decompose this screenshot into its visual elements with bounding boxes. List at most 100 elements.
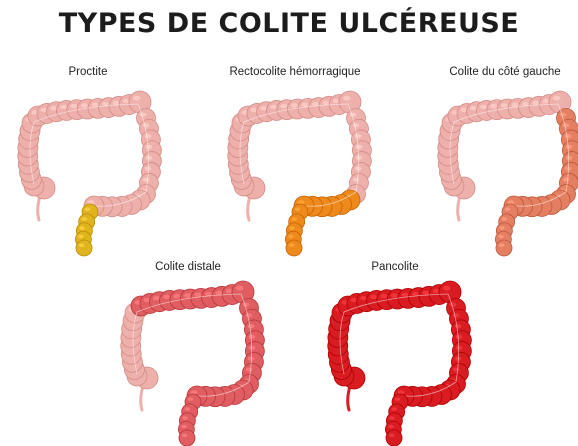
highlight	[356, 145, 363, 149]
appendix	[248, 196, 250, 220]
highlight	[295, 207, 301, 211]
highlight	[184, 293, 191, 297]
highlight	[289, 243, 295, 247]
appendix	[348, 386, 350, 410]
colon-distale	[115, 278, 265, 446]
highlight	[270, 105, 277, 109]
label-pancolite: Pancolite	[371, 261, 418, 273]
highlight	[246, 313, 253, 317]
colon-illustration	[12, 88, 162, 256]
highlight	[360, 296, 367, 300]
haustra	[179, 430, 195, 446]
label-distale: Colite distale	[155, 261, 221, 273]
highlight	[248, 324, 255, 328]
colon-illustration	[222, 88, 372, 256]
highlight	[184, 407, 190, 411]
highlight	[60, 105, 67, 109]
label-cote-gauche: Colite du côté gauche	[449, 66, 560, 78]
highlight	[140, 113, 147, 117]
highlight	[395, 397, 401, 401]
highlight	[145, 134, 152, 138]
highlight	[560, 113, 567, 117]
highlight	[260, 106, 267, 110]
highlight	[182, 433, 188, 437]
highlight	[501, 103, 508, 107]
highlight	[288, 235, 294, 239]
haustra	[496, 240, 512, 256]
highlight	[188, 397, 194, 401]
highlight	[389, 416, 395, 420]
highlight	[146, 145, 153, 149]
highlight	[499, 226, 505, 230]
highlight	[81, 217, 87, 221]
highlight	[532, 101, 539, 105]
highlight	[563, 123, 570, 127]
highlight	[455, 324, 462, 328]
highlight	[133, 96, 141, 101]
highlight	[450, 303, 457, 307]
highlight	[163, 295, 170, 299]
appendix	[141, 386, 143, 410]
highlight	[50, 106, 57, 110]
highlight	[505, 207, 511, 211]
highlight	[422, 291, 429, 295]
haustra	[386, 430, 402, 446]
highlight	[343, 96, 351, 101]
highlight	[70, 104, 77, 108]
highlight	[173, 294, 180, 298]
highlight	[453, 368, 460, 372]
highlight	[236, 286, 244, 291]
colon-illustration	[322, 278, 472, 446]
highlight	[391, 293, 398, 297]
colon-rectocolite	[222, 88, 372, 256]
highlight	[480, 105, 487, 109]
highlight	[289, 226, 295, 230]
highlight	[79, 226, 85, 230]
highlight	[143, 178, 150, 182]
colon-pancolite	[322, 278, 472, 446]
colon-cote-gauche	[432, 88, 578, 256]
highlight	[380, 294, 387, 298]
highlight	[566, 145, 573, 149]
highlight	[246, 368, 253, 372]
highlight	[470, 106, 477, 110]
haustra	[286, 240, 302, 256]
appendix	[38, 196, 40, 220]
label-rectocolite: Rectocolite hémorragique	[229, 66, 360, 78]
highlight	[301, 103, 308, 107]
appendix	[458, 196, 460, 220]
highlight	[85, 207, 91, 211]
highlight	[391, 407, 397, 411]
highlight	[78, 235, 84, 239]
colon-segment-rectum	[285, 204, 308, 256]
highlight	[401, 293, 408, 297]
highlight	[511, 103, 518, 107]
highlight	[389, 433, 395, 437]
highlight	[280, 104, 287, 108]
highlight	[456, 335, 463, 339]
haustra	[76, 240, 92, 256]
highlight	[181, 425, 187, 429]
colon-segment-rectum	[75, 204, 98, 256]
page-title: TYPES DE COLITE ULCÉREUSE	[0, 8, 578, 39]
highlight	[355, 134, 362, 138]
highlight	[353, 178, 360, 182]
highlight	[194, 293, 201, 297]
highlight	[112, 101, 119, 105]
colon-proctite	[12, 88, 162, 256]
highlight	[353, 123, 360, 127]
highlight	[350, 113, 357, 117]
highlight	[501, 217, 507, 221]
highlight	[91, 103, 98, 107]
highlight	[182, 416, 188, 420]
highlight	[553, 96, 561, 101]
highlight	[81, 103, 88, 107]
highlight	[291, 103, 298, 107]
colon-segment-rectum	[495, 204, 518, 256]
highlight	[453, 313, 460, 317]
colon-segment-rectum	[178, 394, 201, 446]
highlight	[243, 303, 250, 307]
highlight	[79, 243, 85, 247]
highlight	[291, 217, 297, 221]
highlight	[563, 178, 570, 182]
